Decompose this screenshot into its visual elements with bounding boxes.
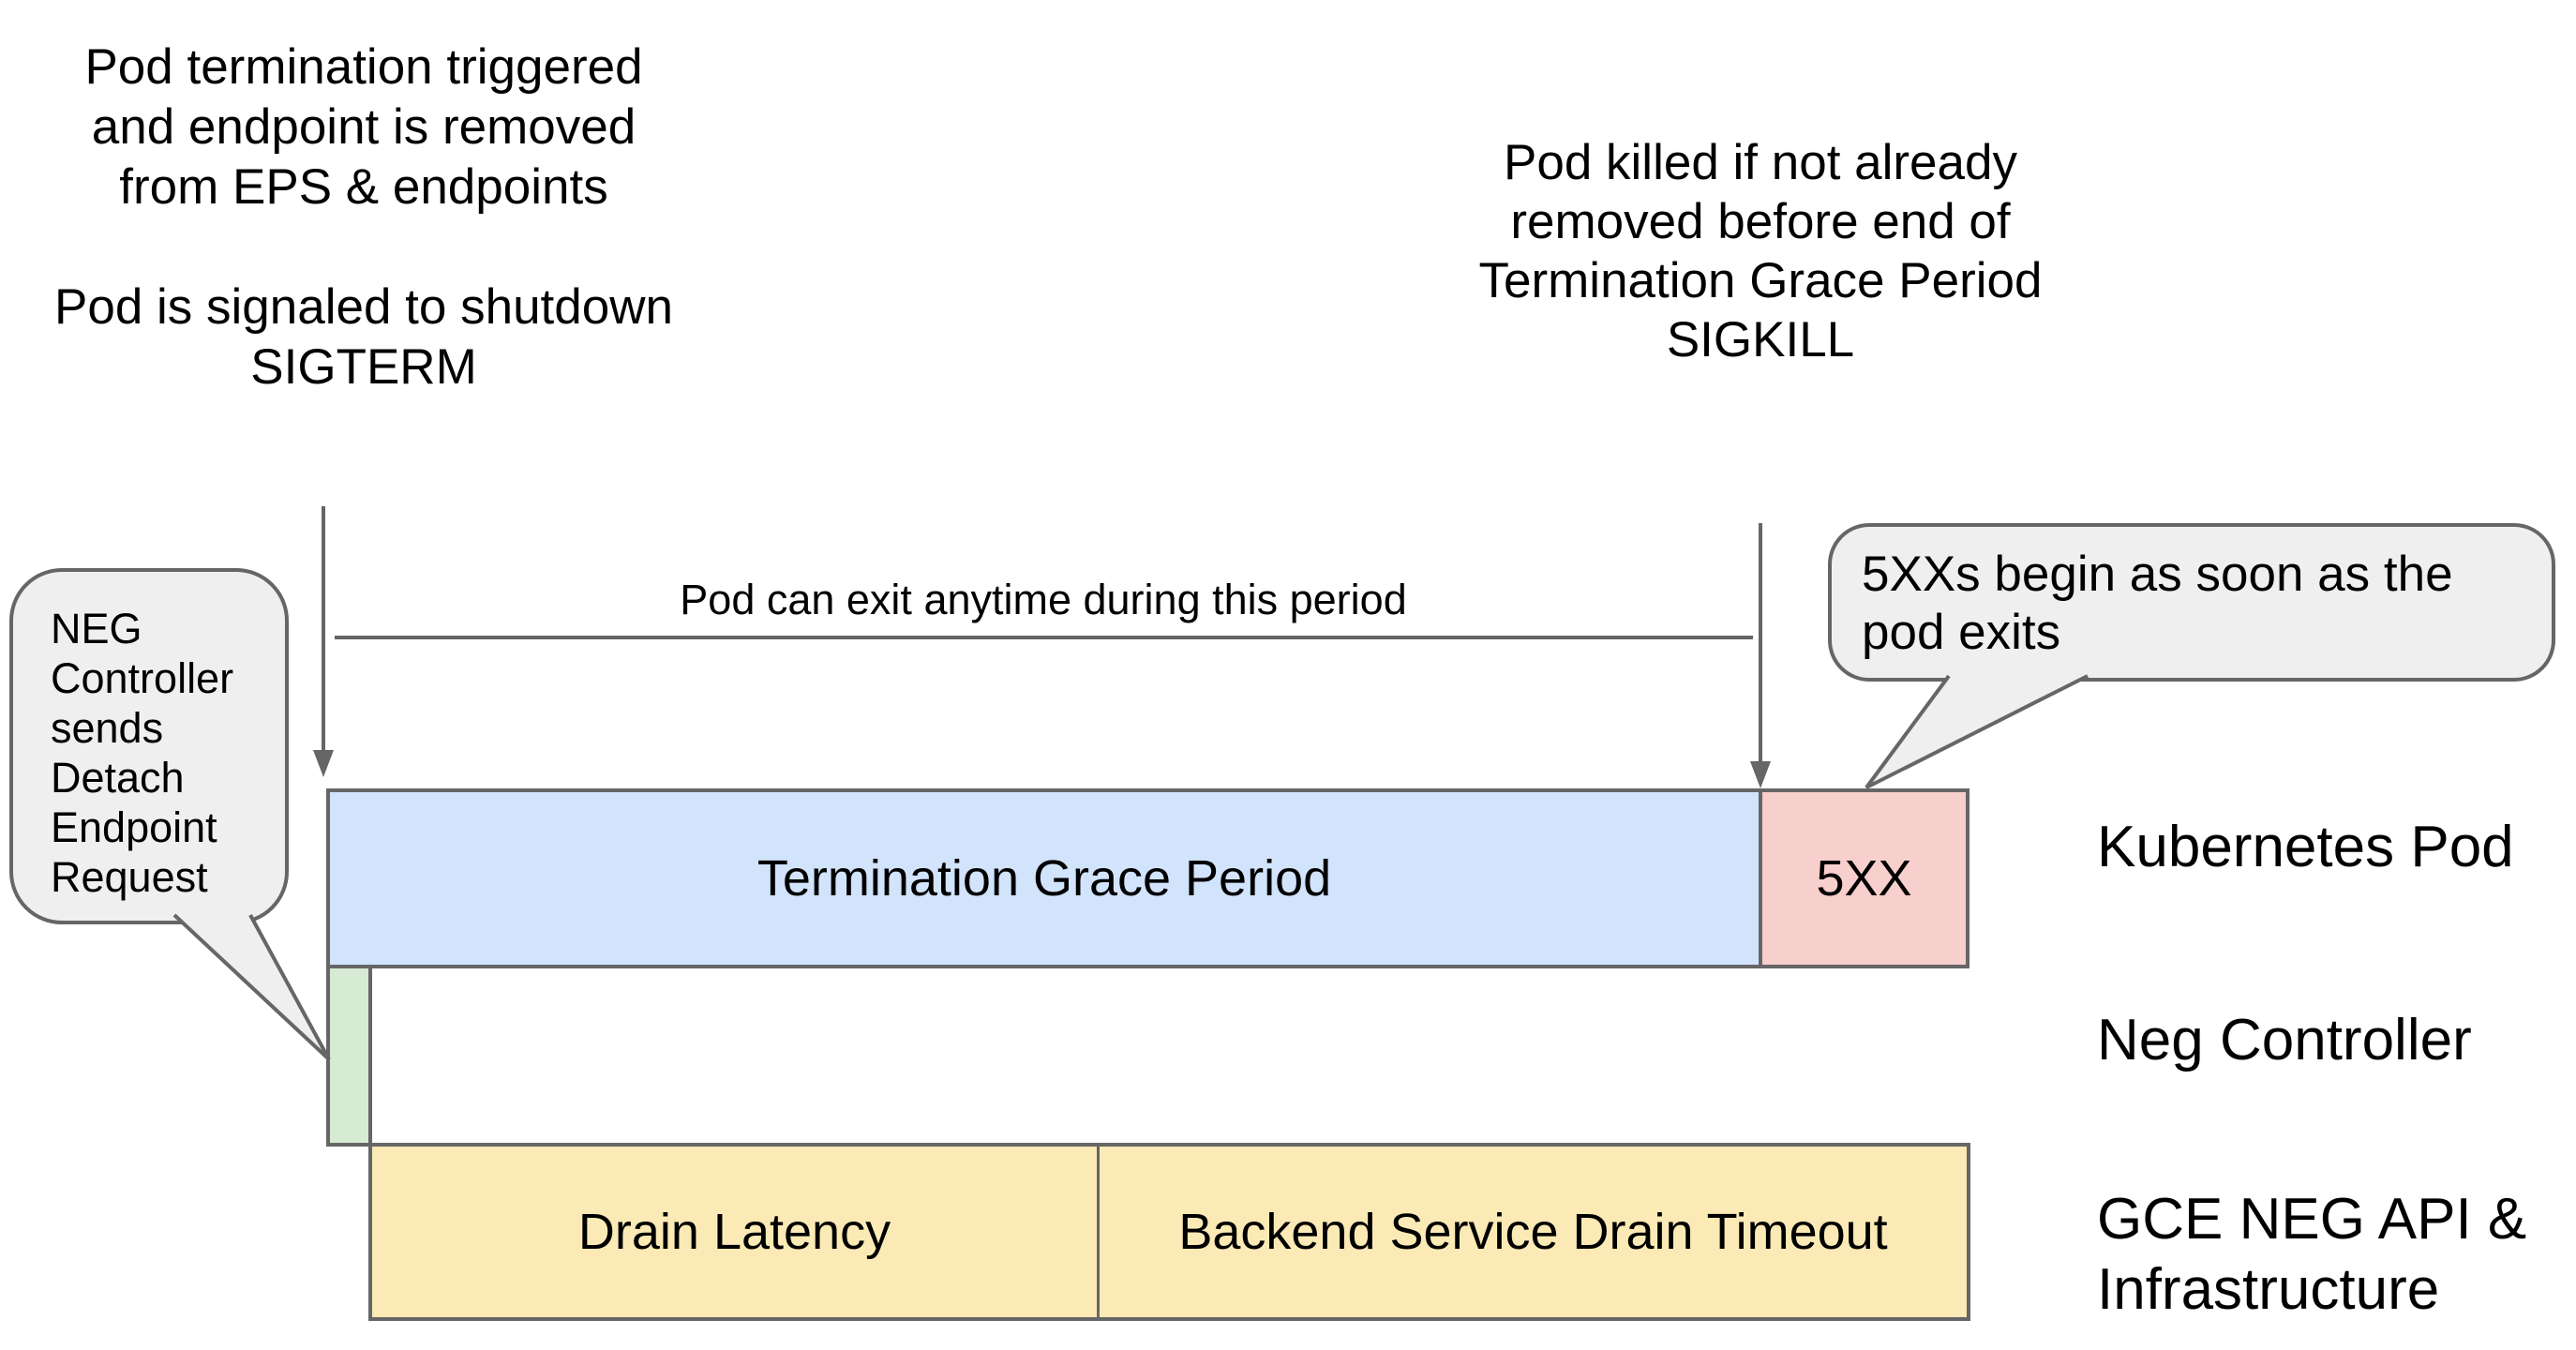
row-label-gce-neg: GCE NEG API & Infrastructure	[2097, 1184, 2526, 1325]
bar-label: Backend Service Drain Timeout	[1178, 1204, 1888, 1260]
callout-line: Endpoint	[51, 803, 217, 851]
callout-line: 5XXs begin as soon as the	[1862, 547, 2453, 602]
annotation-line: SIGTERM	[250, 339, 477, 395]
annotation-line: from EPS & endpoints	[119, 159, 608, 215]
callout-tail-right	[1865, 674, 2089, 789]
bar-neg-detach-marker	[326, 965, 372, 1147]
bar-label: 5XX	[1816, 850, 1912, 907]
row-label-kubernetes-pod: Kubernetes Pod	[2097, 815, 2514, 879]
annotation-line: SIGKILL	[1666, 312, 1855, 368]
annotation-line: Pod termination triggered	[84, 39, 643, 95]
annotation-line: Pod is signaled to shutdown	[54, 279, 673, 335]
sigkill-arrowhead-icon	[1750, 761, 1771, 788]
callout-line: NEG	[51, 605, 142, 652]
row-label-line: Infrastructure	[2097, 1257, 2440, 1322]
bar-label: Drain Latency	[577, 1204, 891, 1260]
callout-5xx-begin: 5XXs begin as soon as the pod exits	[1828, 523, 2555, 682]
bar-backend-service-drain-timeout: Backend Service Drain Timeout	[1100, 1147, 1967, 1317]
annotation-line: and endpoint is removed	[91, 99, 637, 155]
callout-neg-controller: NEG Controller sends Detach Endpoint Req…	[9, 568, 289, 924]
annotation-line: Pod killed if not already	[1504, 135, 2017, 190]
bar-label: Termination Grace Period	[756, 850, 1332, 907]
row-label-neg-controller: Neg Controller	[2097, 1008, 2472, 1072]
bar-termination-grace-period: Termination Grace Period	[326, 788, 1762, 968]
callout-line: sends	[51, 704, 164, 752]
bar-5xx: 5XX	[1759, 788, 1969, 968]
period-span-label: Pod can exit anytime during this period	[680, 576, 1407, 623]
callout-line: Detach	[51, 754, 185, 802]
bar-drain-latency: Drain Latency	[372, 1147, 1100, 1317]
annotation-line: Termination Grace Period	[1478, 253, 2043, 308]
callout-line: pod exits	[1862, 605, 2061, 660]
callout-line: Request	[51, 853, 208, 901]
annotation-pod-killed: Pod killed if not already removed before…	[1432, 133, 2089, 369]
annotation-line: removed before end of	[1510, 194, 2011, 249]
callout-line: Controller	[51, 654, 234, 702]
bar-gce-drain: Drain Latency Backend Service Drain Time…	[368, 1143, 1970, 1321]
row-label-line: GCE NEG API &	[2097, 1187, 2527, 1252]
sigterm-arrowhead-icon	[313, 750, 334, 777]
callout-tail-left	[172, 913, 331, 1061]
annotation-pod-termination: Pod termination triggered and endpoint i…	[36, 38, 692, 398]
